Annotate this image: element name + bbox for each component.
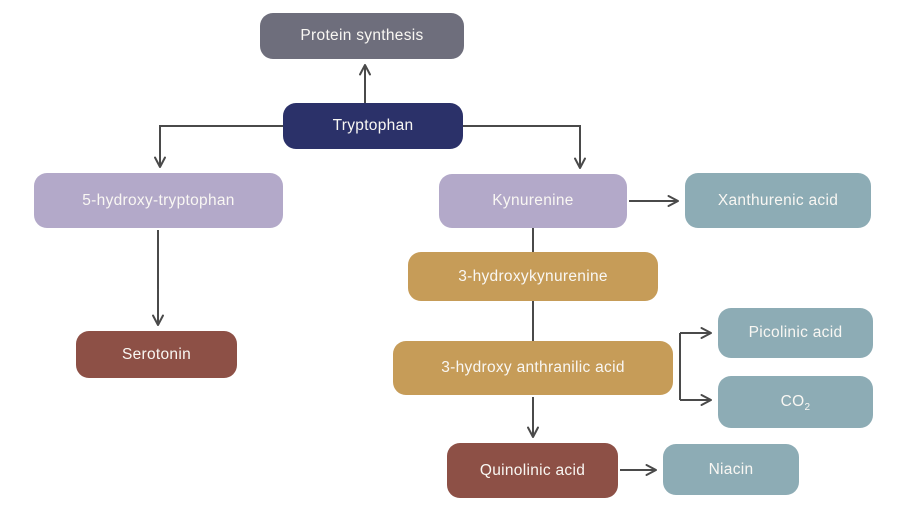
node-xanthurenic-acid-label: Xanthurenic acid (717, 191, 839, 209)
node-tryptophan: Tryptophan (283, 103, 463, 149)
node-5-hydroxy-tryptophan-label: 5-hydroxy-tryptophan (82, 191, 235, 209)
node-picolinic-acid-label: Picolinic acid (748, 324, 843, 341)
node-quinolinic-acid: Quinolinic acid (447, 443, 618, 498)
node-3-hydroxy-anthranilic-acid-label: 3-hydroxy anthranilic acid (441, 359, 625, 376)
node-picolinic-acid: Picolinic acid (718, 308, 873, 358)
node-tryptophan-label: Tryptophan (332, 117, 414, 134)
node-3-hydroxykynurenine: 3-hydroxykynurenine (408, 252, 658, 301)
node-xanthurenic-acid: Xanthurenic acid (685, 173, 871, 228)
node-3-hydroxykynurenine-label: 3-hydroxykynurenine (458, 267, 608, 285)
node-3-hydroxy-anthranilic-acid: 3-hydroxy anthranilic acid (393, 341, 673, 395)
node-protein-synthesis: Protein synthesis (260, 13, 464, 59)
node-5-hydroxy-tryptophan: 5-hydroxy-tryptophan (34, 173, 283, 228)
node-serotonin-label: Serotonin (121, 345, 192, 363)
node-protein-synthesis-label: Protein synthesis (300, 27, 424, 44)
edge-tryptophan-to-5-hydroxy-tryptophan (154, 125, 283, 168)
edge-tryptophan-to-kynurenine (463, 125, 586, 169)
co2-subscript: 2 (804, 402, 811, 414)
node-co2: CO2 (718, 376, 873, 428)
node-niacin: Niacin (663, 444, 799, 495)
node-niacin-label: Niacin (708, 460, 754, 478)
node-serotonin: Serotonin (76, 331, 237, 378)
node-kynurenine-label: Kynurenine (492, 192, 574, 209)
node-quinolinic-acid-label: Quinolinic acid (479, 461, 586, 479)
node-kynurenine: Kynurenine (439, 174, 627, 228)
node-co2-label: CO2 (780, 393, 811, 414)
